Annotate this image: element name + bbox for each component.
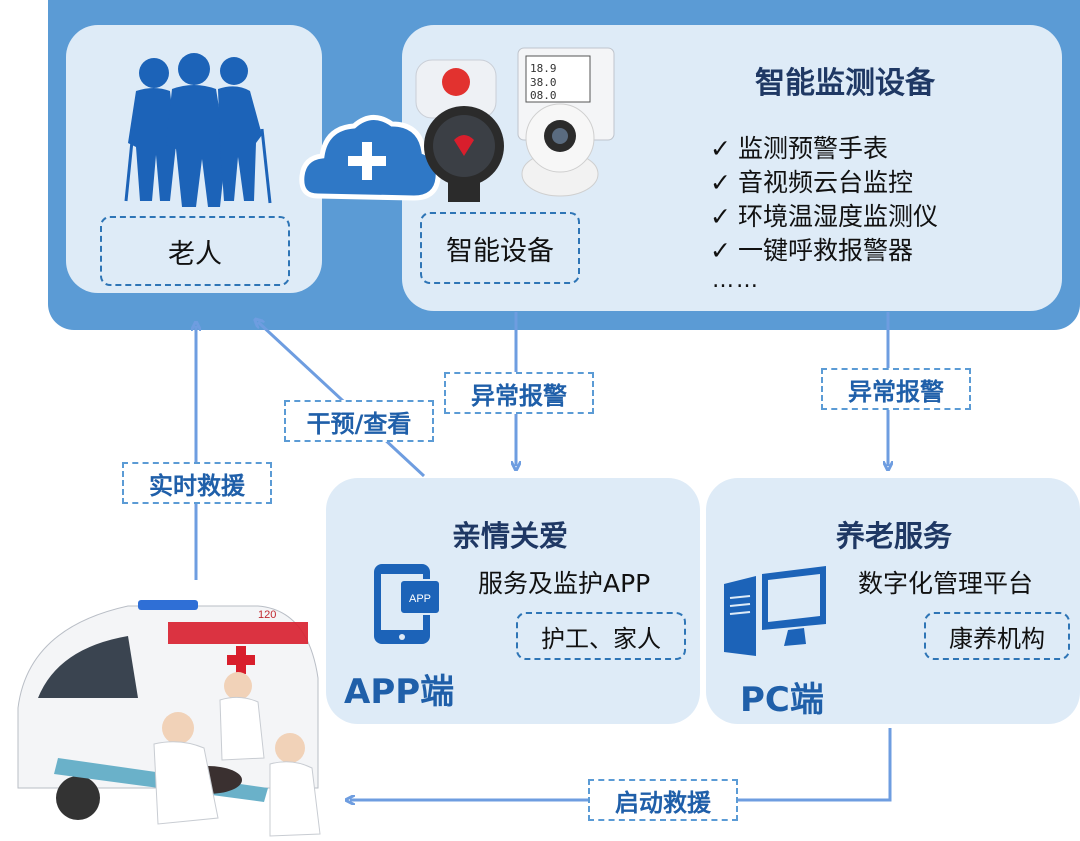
arrow-intervene	[258, 322, 426, 478]
device-title: 智能监测设备	[755, 66, 935, 101]
app-users: 护工、家人	[516, 612, 686, 660]
app-subtitle: 服务及监护APP	[478, 569, 651, 598]
ambulance-rescue-image: 120	[17, 600, 321, 837]
device-list: ✓监测预警手表 ✓音视频云台监控 ✓环境温湿度监测仪 ✓一键呼救报警器	[710, 132, 938, 268]
smart-devices-image: 18.9 38.0 08.0	[415, 47, 615, 202]
label-alarm-app: 异常报警	[444, 372, 594, 414]
label-start-rescue: 启动救援	[588, 779, 738, 821]
list-item: ✓监测预警手表	[710, 132, 938, 166]
list-item: ✓一键呼救报警器	[710, 234, 938, 268]
device-list-more: ……	[712, 268, 760, 293]
list-item: ✓环境温湿度监测仪	[710, 200, 938, 234]
pc-users: 康养机构	[924, 612, 1070, 660]
label-alarm-pc: 异常报警	[821, 368, 971, 410]
label-rescue-realtime: 实时救援	[122, 462, 272, 504]
svg-text:38.0: 38.0	[530, 76, 557, 89]
pc-subtitle: 数字化管理平台	[858, 569, 1034, 598]
svg-text:08.0: 08.0	[530, 89, 557, 102]
ambulance-number: 120	[258, 609, 276, 621]
svg-text:18.9: 18.9	[530, 62, 557, 75]
check-icon: ✓	[710, 134, 731, 163]
check-icon: ✓	[710, 168, 731, 197]
desktop-computer-icon	[724, 566, 826, 656]
app-icon-text: APP	[409, 593, 431, 605]
elder-label: 老人	[100, 216, 290, 286]
pc-title: 养老服务	[836, 519, 953, 553]
label-intervene: 干预/查看	[284, 400, 434, 442]
list-item: ✓音视频云台监控	[710, 166, 938, 200]
device-label: 智能设备	[420, 212, 580, 284]
pc-label: PC端	[740, 680, 824, 720]
check-icon: ✓	[710, 236, 731, 265]
elderly-people-silhouette-icon	[124, 53, 272, 207]
check-icon: ✓	[710, 202, 731, 231]
app-title: 亲情关爱	[452, 519, 569, 553]
app-label: APP端	[344, 672, 455, 712]
mobile-app-icon: APP	[374, 564, 441, 644]
